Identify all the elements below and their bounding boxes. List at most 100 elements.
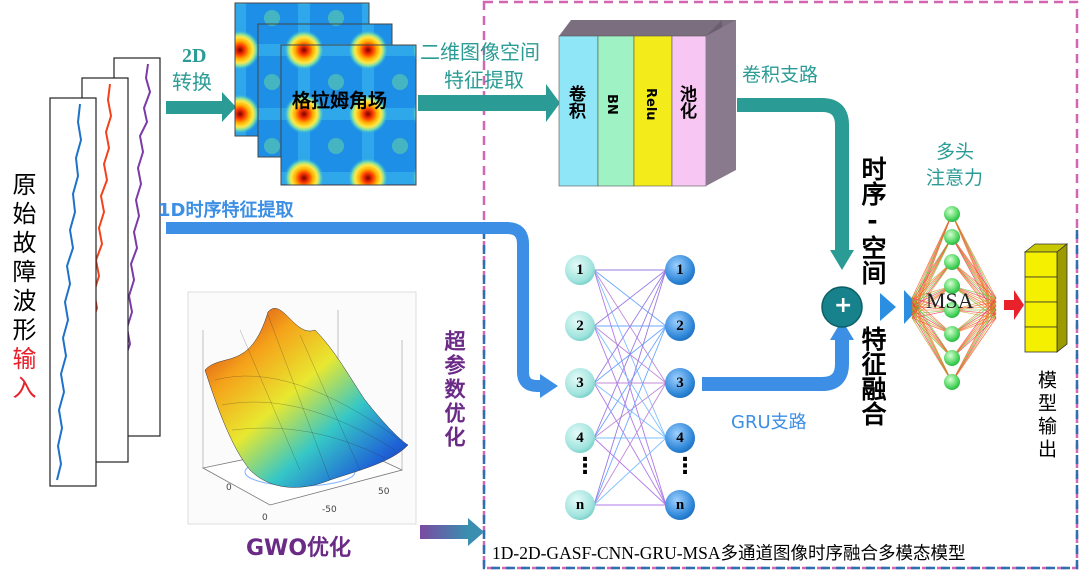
- waveform-char: 原: [8, 172, 36, 201]
- output-char: 型: [1035, 393, 1057, 416]
- gwo-surface-plot: [187, 291, 417, 525]
- msa-node: [944, 350, 960, 366]
- msa-edge: [951, 317, 997, 383]
- waveform-char: 形: [8, 317, 36, 346]
- msa-label: MSA: [926, 288, 974, 313]
- msa-edge: [951, 285, 997, 311]
- waveform-char: 波: [8, 288, 36, 317]
- hyper-char: 超: [442, 330, 466, 354]
- msa-node: [944, 206, 960, 222]
- gwo-arrow: [420, 525, 468, 539]
- fusion-label-bottom: 特征融合: [858, 326, 887, 426]
- cnn-label-conv: 卷积: [565, 85, 585, 119]
- gru-node-left: 1: [565, 255, 595, 285]
- gru-node-right: 4: [665, 423, 695, 453]
- spatial-label-2: 特征提取: [444, 68, 524, 92]
- msa-edge: [951, 297, 997, 335]
- gru-node-left: 2: [565, 311, 595, 341]
- hyper-char: 参: [442, 354, 466, 378]
- gru-edge: [593, 269, 667, 327]
- msa-edge: [911, 317, 953, 383]
- gwo-label: GWO优化: [246, 536, 352, 561]
- gru-node-left: 4: [565, 423, 595, 453]
- waveform-panels: [49, 57, 161, 487]
- axis-tick: 0: [226, 483, 232, 493]
- msa-node: [944, 302, 960, 318]
- gaf-images: [234, 2, 417, 186]
- msa-edge: [911, 261, 953, 311]
- msa-edge: [951, 261, 997, 315]
- msa-node: [944, 374, 960, 390]
- gru-edge: [593, 269, 667, 506]
- gru-ellipsis: ⋮: [674, 454, 696, 479]
- transform-arrow: [166, 101, 222, 114]
- output-stack: [1023, 243, 1069, 353]
- cnn-label-relu: Relu: [643, 88, 658, 121]
- output-label: 模型输出: [1035, 370, 1057, 462]
- msa-edge: [951, 285, 997, 307]
- waveform-char: 故: [8, 230, 36, 259]
- output-char: 出: [1035, 439, 1057, 462]
- gru-node-right: 2: [665, 311, 695, 341]
- msa-edge: [951, 305, 997, 335]
- msa-edge: [951, 285, 997, 315]
- hyper-char: 化: [442, 426, 466, 450]
- input-char: 入: [8, 375, 36, 404]
- gru-branch-arrow: [702, 336, 849, 391]
- msa-node: [944, 326, 960, 342]
- waveform-char: 始: [8, 201, 36, 230]
- temporal-label: 1D时序特征提取: [158, 200, 294, 221]
- spatial-arrow: [418, 95, 546, 111]
- cnn-label-bn: BN: [604, 94, 619, 115]
- conv-branch-label: 卷积支路: [742, 64, 819, 86]
- msa-edge: [951, 261, 997, 303]
- fusion-label-top: 时序-空间: [858, 156, 887, 285]
- gru-node-right: 3: [665, 368, 695, 398]
- msa-edge: [911, 261, 953, 307]
- axis-tick: -50: [322, 505, 337, 515]
- axis-tick: 0: [262, 513, 268, 523]
- label-convert: 转换: [172, 70, 212, 94]
- msa-edge: [951, 297, 997, 359]
- gru-edge: [593, 325, 667, 439]
- gru-ellipsis: ⋮: [574, 454, 596, 479]
- hyper-char: 优: [442, 402, 466, 426]
- msa-edge: [951, 261, 997, 307]
- gru-connections: [593, 269, 667, 506]
- gru-node-left: 3: [565, 368, 595, 398]
- msa-edge: [951, 261, 997, 311]
- output-arrow: [1004, 290, 1024, 320]
- msa-node: [944, 229, 960, 245]
- conv-branch-arrow: [737, 98, 849, 252]
- input-char: 输: [8, 346, 36, 375]
- cnn-label-pool: 池化: [676, 85, 696, 119]
- hyper-char: 数: [442, 378, 466, 402]
- msa-node: [944, 254, 960, 270]
- gru-node-right: 1: [665, 255, 695, 285]
- gaf-title: 格拉姆角场: [292, 90, 388, 112]
- gru-node-left: n: [565, 490, 595, 520]
- msa-heading-1: 多头: [936, 141, 975, 163]
- output-char: 模: [1035, 370, 1057, 393]
- waveform-label: 原始故障波形输入: [8, 172, 36, 404]
- output-char: 输: [1035, 416, 1057, 439]
- label-2d: 2D: [182, 45, 207, 67]
- spatial-label-1: 二维图像空间: [420, 40, 540, 64]
- fusion-node: [821, 286, 863, 328]
- msa-edge: [911, 261, 953, 303]
- temporal-arrow: [166, 222, 541, 392]
- gru-edge: [593, 382, 667, 506]
- msa-node: [944, 278, 960, 294]
- hyper-label: 超参数优化: [442, 330, 466, 450]
- gru-edge: [593, 382, 667, 439]
- fusion-plus: +: [834, 293, 853, 318]
- axis-tick: 50: [378, 487, 390, 497]
- model-frame-blue: [482, 230, 1079, 570]
- msa-edge: [951, 261, 997, 299]
- msa-edge: [911, 261, 953, 299]
- msa-heading-2: 注意力: [926, 167, 984, 189]
- gru-branch-label: GRU支路: [731, 412, 807, 433]
- gru-edge: [593, 269, 667, 384]
